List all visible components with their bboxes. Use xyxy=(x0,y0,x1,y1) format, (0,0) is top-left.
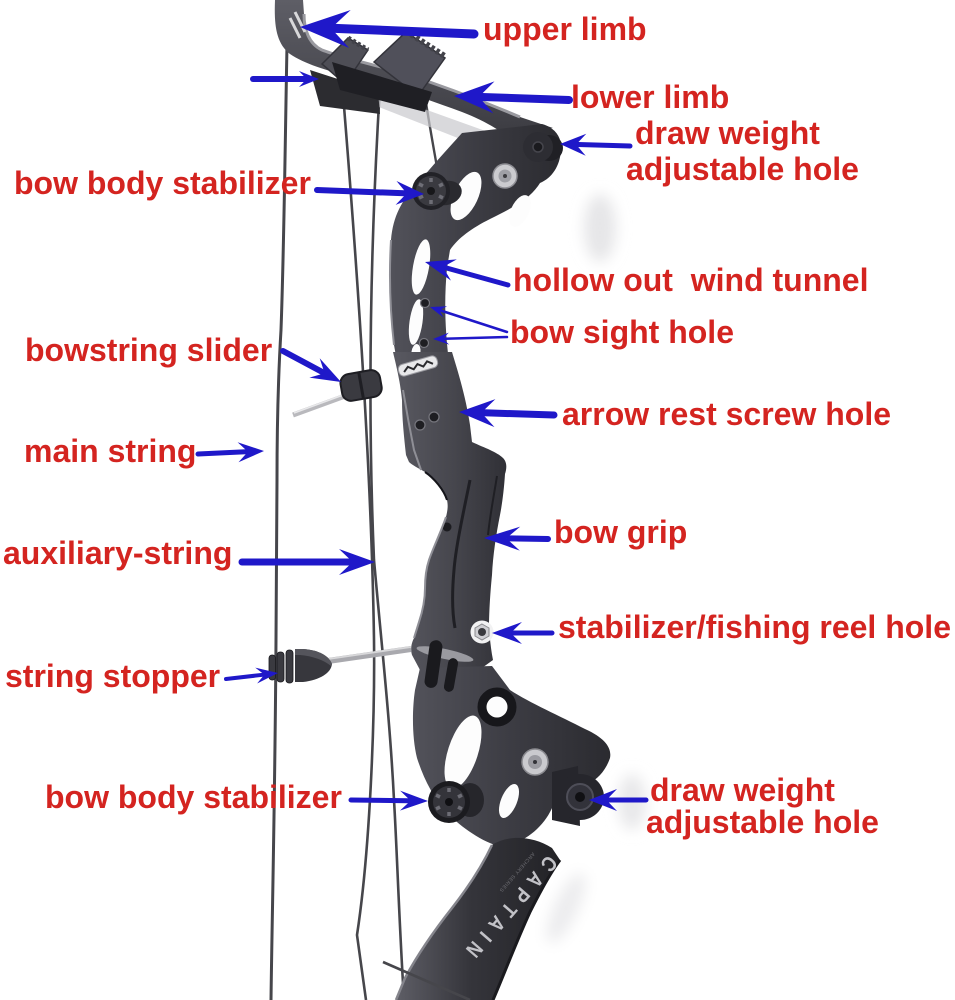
svg-text:lower limb: lower limb xyxy=(571,79,729,115)
svg-text:draw weight: draw weight xyxy=(650,772,835,808)
svg-text:stabilizer/fishing reel hole: stabilizer/fishing reel hole xyxy=(558,609,951,645)
svg-text:bow body stabilizer: bow body stabilizer xyxy=(14,165,311,201)
svg-text:bow body stabilizer: bow body stabilizer xyxy=(45,779,342,815)
svg-text:hollow out wind tunnel: hollow out wind tunnel xyxy=(513,262,868,298)
svg-text:main string: main string xyxy=(24,433,196,469)
svg-text:auxiliary-string: auxiliary-string xyxy=(3,535,232,571)
svg-text:adjustable hole: adjustable hole xyxy=(646,804,879,840)
svg-text:string stopper: string stopper xyxy=(5,658,220,694)
svg-text:draw weight: draw weight xyxy=(635,115,820,151)
svg-text:bow sight hole: bow sight hole xyxy=(510,314,734,350)
svg-text:upper limb: upper limb xyxy=(483,11,647,47)
svg-text:bowstring slider: bowstring slider xyxy=(25,332,272,368)
svg-text:arrow rest screw hole: arrow rest screw hole xyxy=(562,396,891,432)
svg-text:bow grip: bow grip xyxy=(554,514,687,550)
svg-text:adjustable hole: adjustable hole xyxy=(626,151,859,187)
